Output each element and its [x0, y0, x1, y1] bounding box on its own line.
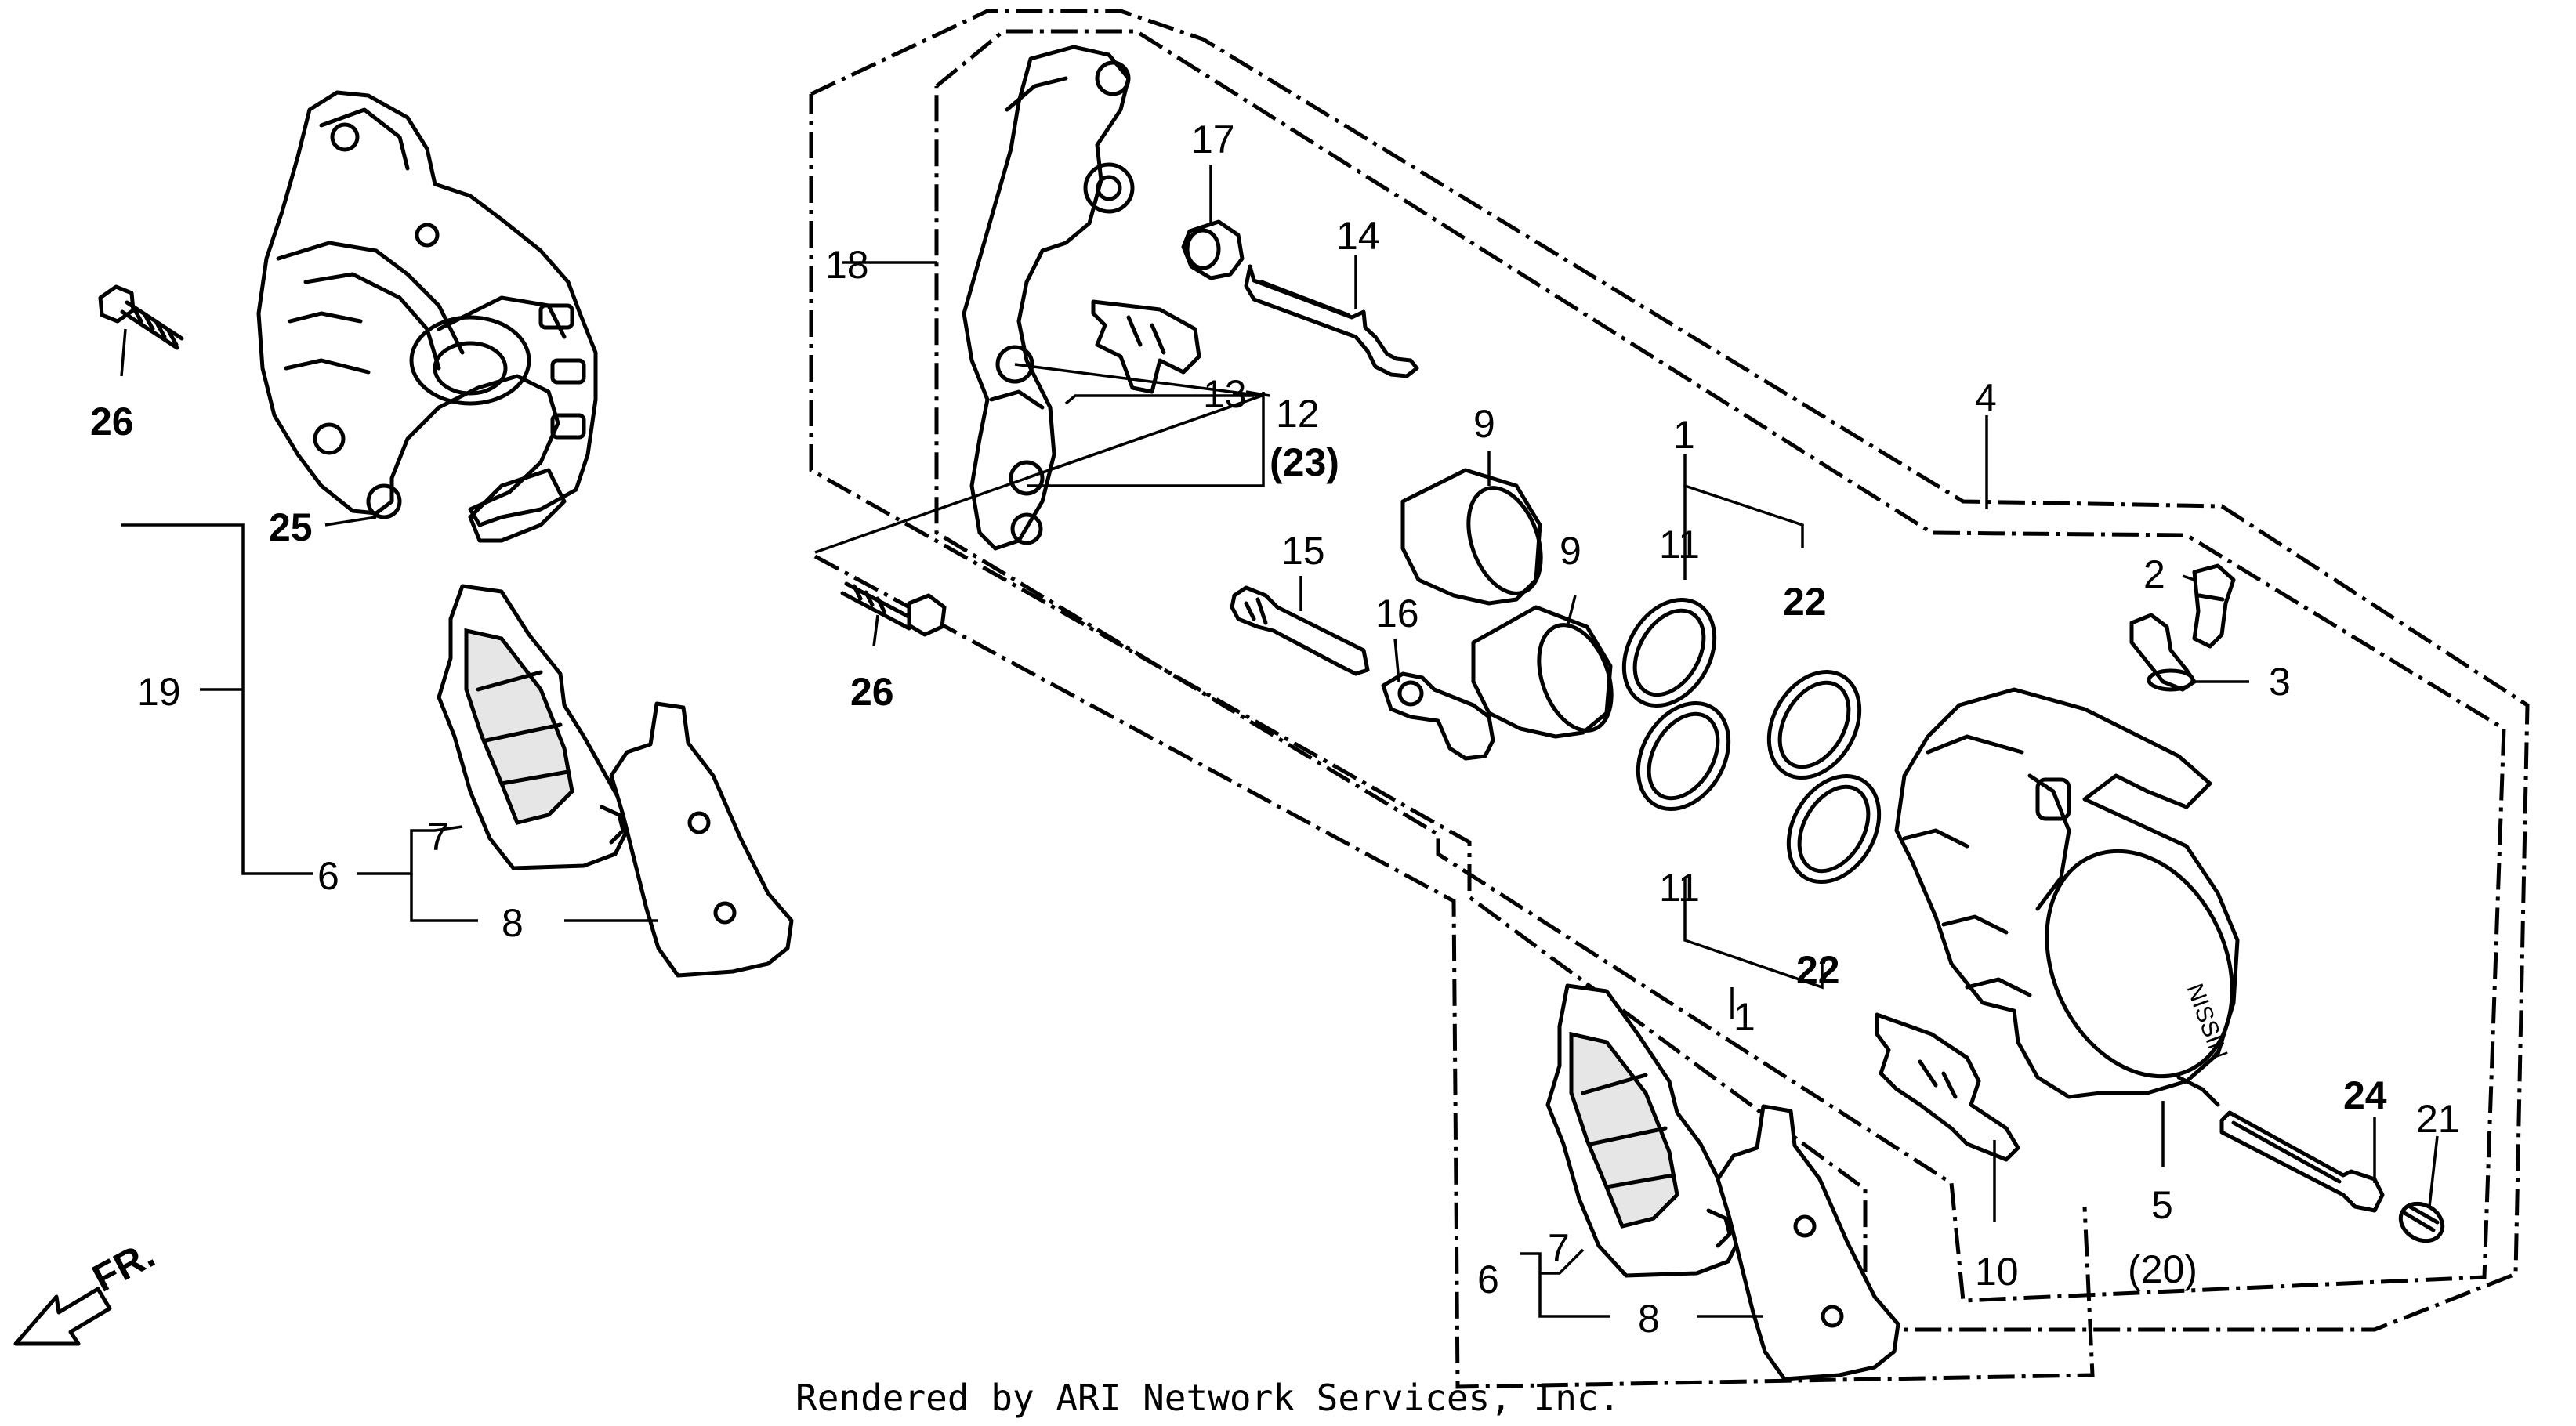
label-26b: 26	[850, 670, 894, 714]
pin-15	[1230, 585, 1370, 676]
label-9b: 9	[1560, 529, 1581, 573]
label-24: 24	[2343, 1073, 2387, 1117]
label-21: 21	[2416, 1097, 2460, 1141]
shim-10	[1875, 1012, 2020, 1162]
label-11a: 11	[1659, 523, 1700, 566]
label-2: 2	[2143, 552, 2165, 596]
label-7a: 7	[427, 815, 449, 859]
label-11b: 11	[1659, 866, 1700, 910]
boot-17	[1181, 219, 1245, 280]
bolt-16	[1381, 671, 1495, 761]
label-1a: 1	[1673, 413, 1695, 457]
pads-right	[1545, 983, 1900, 1381]
pin-24	[2219, 1110, 2385, 1213]
arrow-icon	[13, 1287, 112, 1346]
label-4: 4	[1975, 376, 1997, 420]
cap-21	[2398, 1201, 2445, 1243]
front-direction-arrow: FR.	[13, 1232, 161, 1346]
label-6a: 6	[317, 854, 339, 898]
leader-lines	[120, 165, 2439, 1318]
seals-22	[1766, 669, 1882, 885]
pin-14	[1244, 264, 1419, 378]
caliper-body-left	[256, 90, 598, 543]
bracket-18	[962, 45, 1135, 551]
assembly-outlines	[809, 9, 2530, 1389]
label-5: 5	[2151, 1183, 2173, 1227]
label-20: (20)	[2128, 1247, 2197, 1291]
pistons-9	[1400, 468, 1614, 739]
callout-labels: 18 17 14 13 12 (23) 9 9 15 16 26 1 11 22…	[90, 118, 2460, 1341]
caliper-5	[1894, 687, 2240, 1107]
label-25: 25	[269, 505, 313, 549]
label-7b: 7	[1548, 1226, 1570, 1270]
label-18: 18	[825, 243, 869, 287]
label-19: 19	[137, 670, 181, 714]
pads-left	[437, 584, 794, 978]
bleeder-2	[2192, 563, 2236, 649]
label-22a: 22	[1783, 580, 1827, 624]
label-23: (23)	[1270, 440, 1339, 484]
label-8a: 8	[502, 901, 524, 945]
bolt-26-left	[98, 284, 184, 350]
inner-assembly-outline	[934, 29, 2506, 1303]
pad-set-outline	[813, 554, 2095, 1389]
label-8b: 8	[1638, 1297, 1660, 1341]
footer-credit: Rendered by ARI Network Services, Inc.	[795, 1377, 1620, 1419]
label-22b: 22	[1796, 948, 1840, 992]
pad-spring-13	[1091, 299, 1201, 394]
label-1b: 1	[1734, 995, 1755, 1039]
label-15: 15	[1281, 529, 1325, 573]
label-17: 17	[1191, 118, 1235, 161]
label-6b: 6	[1477, 1258, 1499, 1301]
label-10: 10	[1975, 1250, 2019, 1294]
seals-11	[1621, 597, 1731, 812]
label-9a: 9	[1473, 402, 1495, 446]
cap-3	[2129, 613, 2197, 692]
bolt-26-center	[840, 581, 947, 637]
label-14: 14	[1336, 214, 1380, 258]
label-12: 12	[1276, 392, 1320, 436]
label-26a: 26	[90, 400, 134, 443]
label-13: 13	[1203, 372, 1247, 416]
label-16: 16	[1375, 592, 1419, 635]
label-3: 3	[2269, 660, 2291, 704]
